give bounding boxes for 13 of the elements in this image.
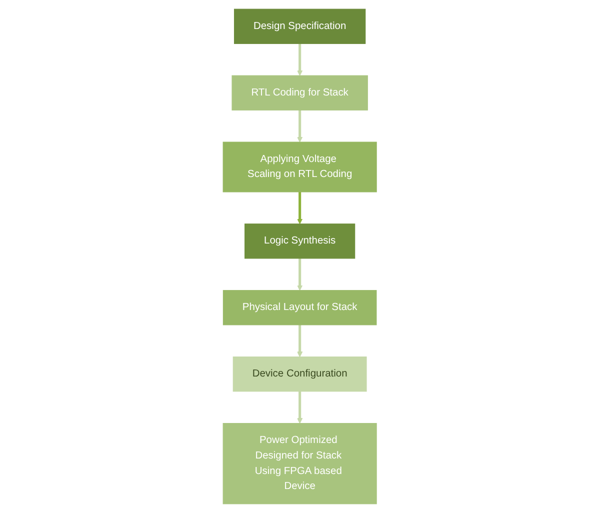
node-box: RTL Coding for Stack (232, 75, 368, 110)
node-box: Design Specification (234, 8, 366, 44)
arrow (297, 110, 303, 142)
node-box: Physical Layout for Stack (223, 290, 377, 326)
arrow (297, 324, 303, 358)
node-box: Applying Voltage Scaling on RTL Coding (222, 142, 378, 192)
node-box: Device Configuration (233, 356, 367, 392)
node-box: Logic Synthesis (244, 224, 356, 259)
node-box: Power Optimized Designed for Stack Using FPGA based Device (222, 423, 378, 504)
arrow (297, 192, 303, 224)
arrow (297, 44, 303, 76)
arrow (297, 391, 303, 424)
arrow (297, 258, 303, 291)
